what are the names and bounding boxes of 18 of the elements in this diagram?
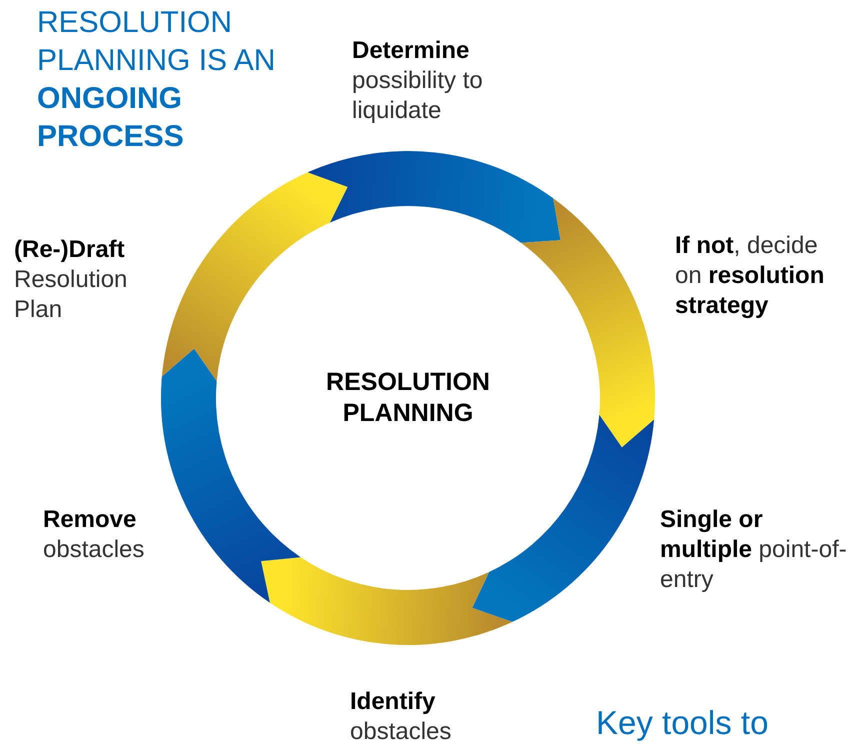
section-heading: Key tools to <box>596 704 768 742</box>
step-label: Single or multiple point-of-entry <box>660 505 848 595</box>
cycle-arrow-segment <box>520 198 655 448</box>
step-heading: Remove <box>43 505 138 535</box>
step-description: obstacles <box>350 717 452 747</box>
step-description: obstacles <box>43 535 146 565</box>
cycle-arrow-segment <box>261 557 512 645</box>
step-label: If not, decide on resolution strategy <box>675 231 826 321</box>
cycle-arrow-segment <box>161 348 301 603</box>
center-label: RESOLUTION PLANNING <box>308 366 508 430</box>
step-description: Resolution Plan <box>14 265 128 325</box>
cycle-arrow-segment <box>308 151 560 243</box>
step-heading: Identify <box>350 687 436 717</box>
title: RESOLUTION PLANNING IS AN ONGOING PROCESS <box>37 5 276 155</box>
step-heading: (Re-)Draft <box>14 235 126 265</box>
step-heading: Determine <box>352 36 470 66</box>
step-description: possibility to liquidate <box>352 66 484 126</box>
cycle-arrow-segment <box>472 414 654 622</box>
